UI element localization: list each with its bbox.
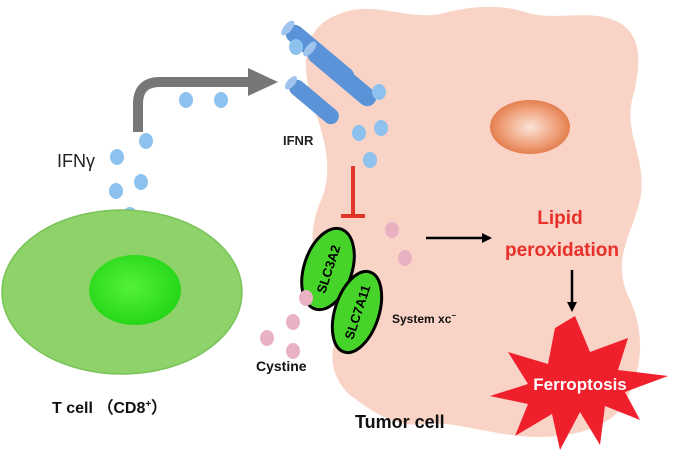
ferroptosis-label: Ferroptosis: [533, 375, 627, 394]
tumor-label: Tumor cell: [355, 412, 445, 432]
signal-arrow-head: [248, 68, 278, 96]
system-xc-label: System xc−: [392, 311, 456, 326]
t-cell-nucleus: [89, 255, 181, 325]
cystine-molecules: [260, 222, 412, 359]
slc3a2-transporter: SLC3A2: [300, 226, 356, 312]
ifng-molecules: [103, 39, 388, 248]
cystine-label: Cystine: [256, 358, 307, 374]
slc7a11-transporter: SLC7A11: [330, 269, 384, 355]
signal-arrow: [133, 77, 250, 132]
ifng-label: IFNγ: [57, 151, 95, 171]
tumor-nucleus: [490, 100, 570, 154]
lipid-label-line1: Lipid: [537, 208, 582, 229]
ifnr-label: IFNR: [283, 133, 314, 148]
tcell-label: T cell （CD8+）: [52, 399, 167, 417]
ifnr-receptor: [281, 20, 377, 125]
ferroptosis-burst: [490, 316, 668, 450]
lipid-label-line2: peroxidation: [505, 240, 619, 261]
inhibition-marker: [341, 166, 365, 218]
